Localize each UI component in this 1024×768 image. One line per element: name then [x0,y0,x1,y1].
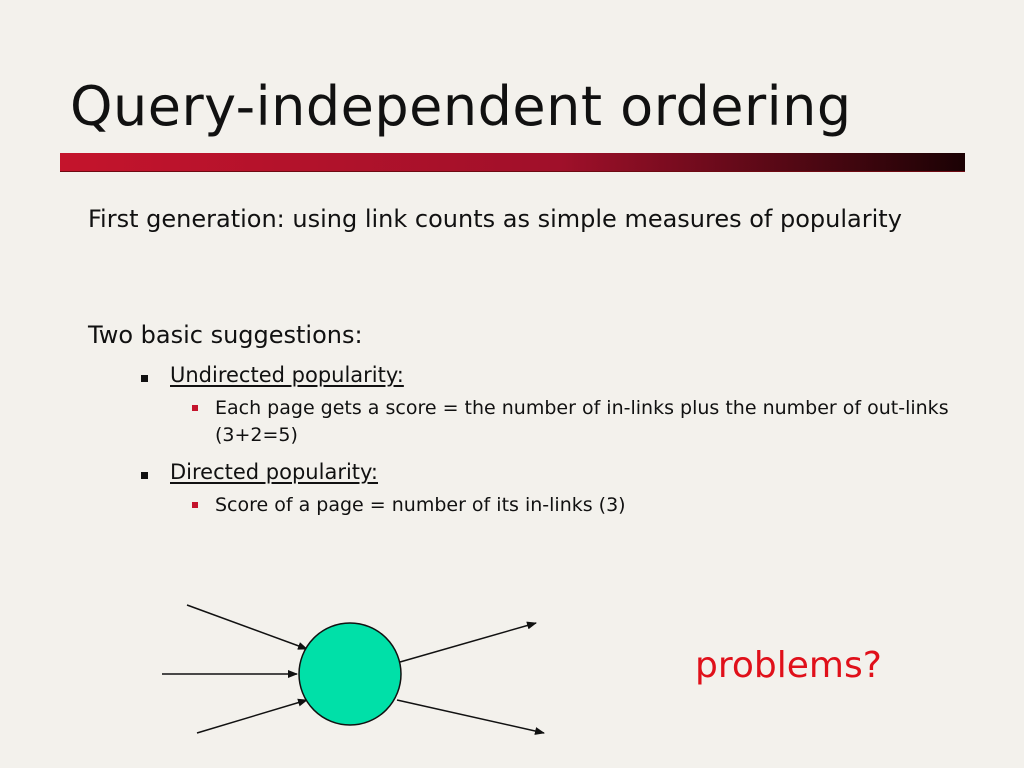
suggestions-heading: Two basic suggestions: [88,321,363,349]
out-link-arrow [399,621,537,663]
problems-callout: problems? [695,645,882,686]
suggestion-undirected: Undirected popularity: [170,362,404,388]
suggestion-label: Directed popularity: [170,460,379,484]
bullet-square-icon [141,375,148,382]
in-link-arrow [186,604,308,650]
bullet-square-icon [192,405,198,411]
suggestion-detail: Each page gets a score = the number of i… [215,397,949,446]
slide-title: Query-independent ordering [70,75,852,138]
title-underline-bar [60,153,965,171]
bullet-square-icon [141,472,148,479]
suggestion-detail: Score of a page = number of its in-links… [215,494,626,516]
suggestion-directed: Directed popularity: [170,459,378,485]
bullet-square-icon [192,502,198,508]
intro-text: First generation: using link counts as s… [88,205,902,233]
suggestion-label: Undirected popularity: [170,363,404,387]
in-link-arrow [196,698,308,734]
out-link-arrow [396,699,545,735]
page-node [298,622,402,726]
